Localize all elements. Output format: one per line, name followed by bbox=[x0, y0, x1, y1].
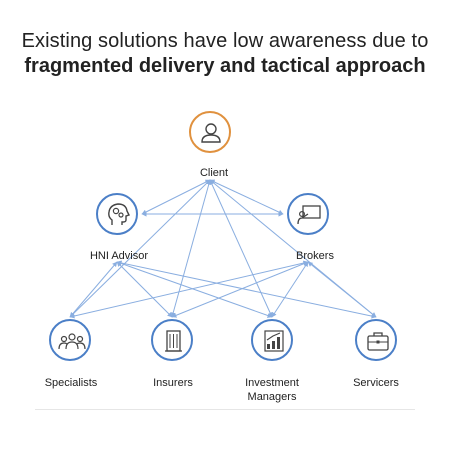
connection-arrow-hni_b-serv bbox=[116, 260, 377, 319]
connection-arrow-brk_b-inv bbox=[271, 261, 309, 318]
presenter-icon bbox=[297, 205, 321, 225]
client-node bbox=[189, 111, 231, 153]
connection-arrow-brk_b-serv bbox=[307, 261, 377, 318]
hni-advisor-node bbox=[96, 193, 138, 235]
connection-arrow-hni_b-spec bbox=[69, 261, 118, 318]
brokers-label: Brokers bbox=[296, 250, 334, 262]
bottom-divider bbox=[35, 409, 415, 410]
connection-arrow-client-brk_l bbox=[209, 179, 284, 215]
client-label: Client bbox=[199, 167, 229, 179]
group-icon bbox=[58, 333, 86, 350]
connection-arrow-brk_b-ins bbox=[171, 261, 309, 318]
insurers-node bbox=[151, 319, 193, 361]
specialists-node bbox=[49, 319, 91, 361]
briefcase-icon bbox=[367, 332, 389, 351]
investment-managers-label-line-1: Investment bbox=[245, 377, 299, 389]
brokers-node bbox=[287, 193, 329, 235]
servicers-node bbox=[355, 319, 397, 361]
connection-arrow-brk_b-spec bbox=[69, 260, 309, 319]
servicers-label: Servicers bbox=[353, 377, 399, 389]
title-line-2: fragmented delivery and tactical approac… bbox=[24, 55, 426, 77]
specialists-label: Specialists bbox=[44, 377, 98, 389]
hni-advisor-label: HNI Advisor bbox=[89, 250, 149, 262]
connection-arrow-hni_b-ins bbox=[116, 261, 173, 318]
investment-managers-node bbox=[251, 319, 293, 361]
title-line-1: Existing solutions have low awareness du… bbox=[21, 30, 429, 52]
insurers-label: Insurers bbox=[153, 377, 193, 389]
connection-arrow-client-hni_r bbox=[141, 179, 211, 215]
building-icon bbox=[165, 330, 182, 352]
person-icon bbox=[201, 123, 221, 143]
head-gears-icon bbox=[108, 203, 130, 225]
investment-managers-label-line-2: Managers bbox=[247, 391, 297, 403]
growth-chart-icon bbox=[264, 330, 284, 352]
